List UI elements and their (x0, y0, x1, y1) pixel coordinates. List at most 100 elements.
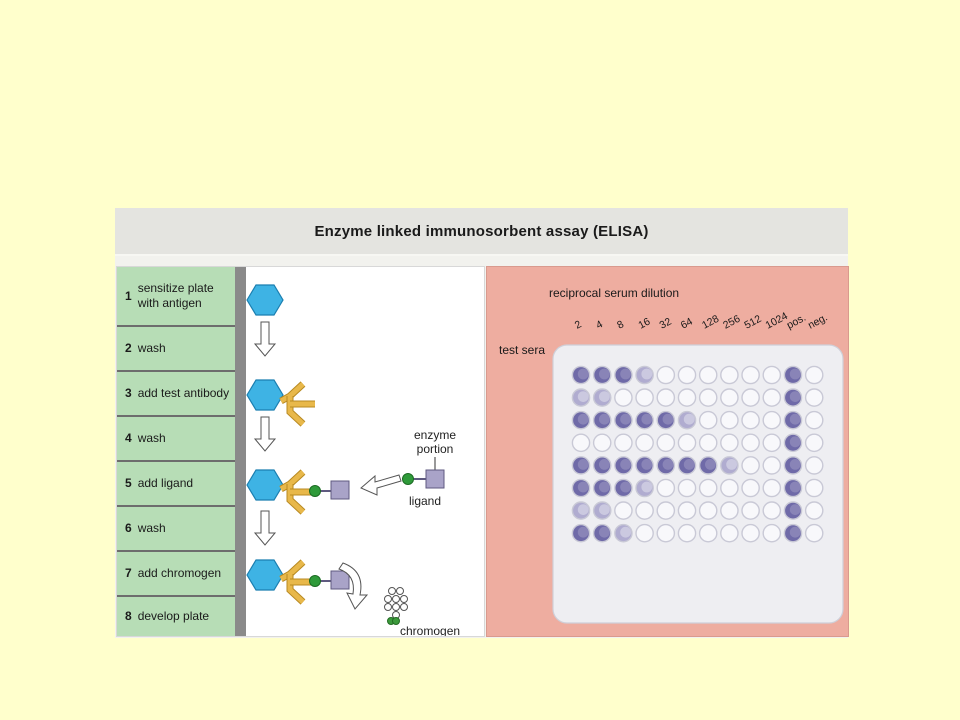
plate-well (698, 456, 718, 475)
plate-well (677, 388, 697, 407)
well-highlight (789, 459, 801, 470)
plate-well (635, 433, 654, 453)
plate-well (698, 410, 718, 430)
well-highlight (577, 526, 589, 538)
plate-well (677, 523, 697, 543)
step-label: wash (137, 521, 166, 535)
well-highlight (599, 391, 610, 402)
plate-well (635, 501, 654, 520)
well-highlight (705, 459, 716, 470)
well-highlight (620, 481, 631, 493)
plate-well (783, 365, 803, 385)
plate-well (677, 410, 697, 430)
step-label: add chromogen (137, 566, 222, 580)
plate-well (741, 478, 760, 498)
plate-well (741, 456, 760, 475)
down-arrow-icon (254, 510, 276, 546)
antibody-icon (281, 384, 315, 424)
plate-well (720, 478, 739, 498)
plate-well (656, 501, 676, 520)
plate-well (720, 433, 739, 453)
plate-well (720, 388, 739, 407)
plate-title: reciprocal serum dilution (549, 286, 679, 300)
column-label: 256 (721, 313, 742, 332)
plate-well (614, 523, 633, 543)
plate-well (741, 501, 760, 520)
step-number: 8 (125, 609, 132, 623)
plate-well (720, 501, 739, 520)
plate-well (635, 410, 654, 430)
plate-well (741, 410, 760, 430)
plate-well (762, 501, 782, 520)
step-4: 4 wash (117, 417, 235, 462)
plate-well (783, 410, 803, 430)
plate-well (677, 478, 697, 498)
plate-well (804, 478, 824, 498)
plate-well (783, 523, 803, 543)
plate-well (571, 478, 591, 498)
ligand-label: ligand (409, 494, 441, 508)
step-6: 6 wash (117, 507, 235, 552)
step-7: 7 add chromogen (117, 552, 235, 597)
plate-well (677, 365, 697, 385)
step-label: develop plate (137, 609, 210, 623)
left-arrow-icon (360, 474, 402, 496)
column-label: 64 (679, 315, 695, 331)
step-list: 1 sensitize plate with antigen 2 wash 3 … (117, 267, 237, 636)
column-label: 512 (742, 313, 763, 332)
well-highlight (641, 459, 653, 470)
plate-well (741, 523, 760, 543)
plate-well (804, 433, 824, 453)
well-highlight (620, 526, 631, 538)
ligand-dot-icon (402, 473, 414, 485)
well-highlight (789, 504, 801, 515)
step-2: 2 wash (117, 327, 235, 372)
plate-well (635, 478, 654, 498)
column-label: 8 (615, 318, 626, 331)
down-arrow-icon (254, 321, 276, 357)
well-highlight (662, 459, 674, 470)
plate-well (614, 433, 633, 453)
well-highlight (577, 481, 589, 493)
well-grid (571, 365, 824, 543)
well-highlight (577, 459, 589, 470)
well-highlight (599, 504, 610, 515)
column-label: 128 (700, 313, 721, 332)
well-highlight (641, 368, 653, 380)
step-label: sensitize plate with antigen (137, 281, 214, 310)
well-highlight (789, 481, 801, 493)
plate-well (592, 478, 612, 498)
enzyme-label: portion (417, 442, 454, 456)
column-label: 2 (573, 318, 584, 331)
well-highlight (789, 391, 801, 402)
step-number: 2 (125, 341, 132, 355)
step-label: add test antibody (137, 386, 230, 400)
step-number: 4 (125, 431, 132, 445)
plate-well (635, 365, 654, 385)
plate-well (762, 478, 782, 498)
ligand-dot-icon (309, 485, 321, 497)
plate-well (804, 365, 824, 385)
well-highlight (599, 413, 610, 425)
plate-well (614, 456, 633, 475)
plate-well (656, 523, 676, 543)
well-highlight (683, 413, 695, 425)
plate-well (656, 410, 676, 430)
plate-well (635, 388, 654, 407)
down-arrow-icon (254, 416, 276, 452)
enzyme-box-icon (330, 480, 350, 500)
plate-well (656, 456, 676, 475)
plate-well (614, 410, 633, 430)
column-label: pos. (785, 312, 808, 332)
plate-well (656, 365, 676, 385)
plate-well (741, 388, 760, 407)
ligand-dot-icon (309, 575, 321, 587)
plate-well (698, 478, 718, 498)
chromogen-label: chromogen (400, 624, 460, 636)
plate-well (804, 456, 824, 475)
step-divider (235, 267, 246, 636)
enzyme-box-icon (425, 469, 445, 489)
plate-well (741, 433, 760, 453)
